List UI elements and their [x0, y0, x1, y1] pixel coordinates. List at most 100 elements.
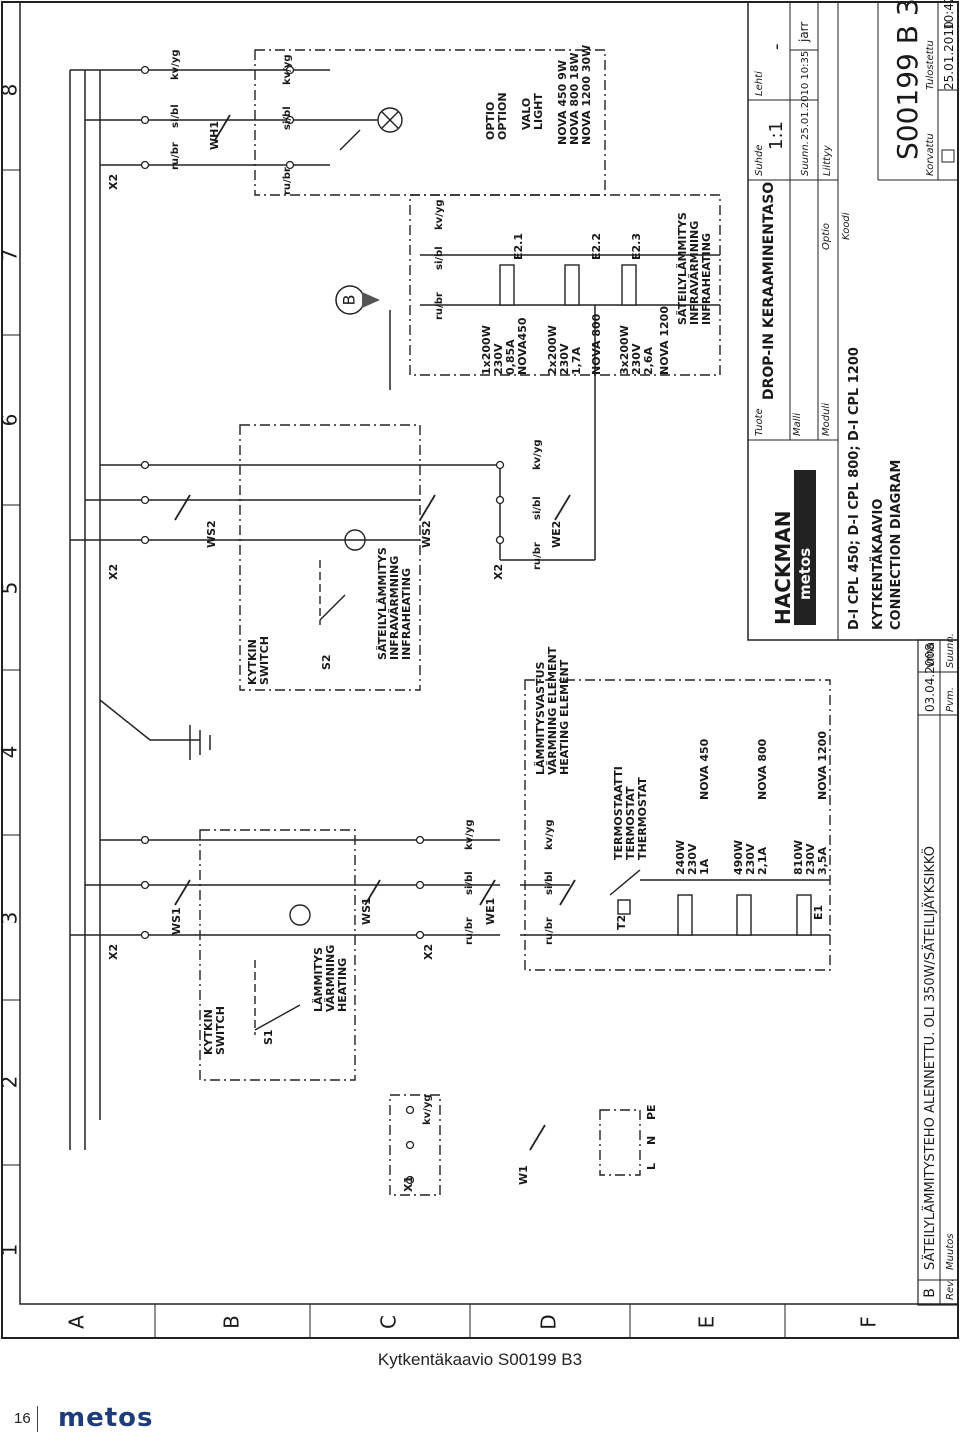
- wire-rubr-2: ru/br: [282, 167, 293, 195]
- label-e1-1200-w: 810W: [792, 840, 805, 875]
- terminals: [140, 65, 505, 1185]
- label-nova450-e2: NOVA450: [516, 317, 529, 375]
- label-nova800-e2: NOVA 800: [590, 313, 603, 375]
- revision-suunn-label: Suunn.: [945, 633, 956, 668]
- label-ws1-bottom: WS1: [360, 897, 373, 925]
- label-nova800-e1: NOVA 800: [756, 738, 769, 800]
- wire-sibl-3: si/bl: [434, 246, 445, 270]
- wire-kvyg-2: kv/yg: [282, 55, 293, 86]
- revision-person: vma: [923, 642, 937, 668]
- wire-sibl-4: si/bl: [464, 871, 475, 895]
- label-s2: S2: [320, 654, 333, 670]
- wire-kvyg-6: kv/yg: [532, 440, 543, 471]
- models-text: D-I CPL 450; D-I CPL 800; D-I CPL 1200: [847, 347, 862, 630]
- page-number: 16: [14, 1410, 31, 1427]
- revision-marker-letter: B: [340, 295, 359, 306]
- wiring: [69, 69, 830, 1150]
- label-e2-1200-w: 3x200W: [618, 325, 631, 375]
- label-infraheating-2: INFRAHEATING: [700, 233, 713, 325]
- lehti-label: Lehti: [754, 71, 765, 96]
- label-lammitysvastus: LÄMMITYSVASTUS: [533, 661, 547, 775]
- wire-sibl-2: si/bl: [282, 106, 293, 130]
- label-x1: X1: [402, 1176, 415, 1192]
- wire-rubr-3: ru/br: [434, 292, 445, 320]
- label-e1-800-w: 490W: [732, 840, 745, 875]
- row-marker-c: C: [377, 1315, 401, 1329]
- label-infravarmning-1: INFRAVÄRMNING: [387, 556, 401, 660]
- label-switch-1: SWITCH: [214, 1006, 227, 1055]
- label-infravarmning-2: INFRAVÄRMNING: [687, 221, 701, 325]
- label-x2-5: X2: [107, 564, 120, 580]
- diagram-title-en: CONNECTION DIAGRAM: [889, 460, 904, 630]
- wire-kvyg-4: kv/yg: [464, 820, 475, 851]
- column-marker-5: 5: [0, 582, 22, 595]
- revision-letter: B: [922, 1288, 938, 1298]
- label-option: OPTION: [496, 92, 509, 140]
- figure-caption: Kytkentäkaavio S00199 B3: [377, 1350, 583, 1369]
- label-e21: E2.1: [512, 233, 525, 260]
- scale-value: 1:1: [766, 121, 787, 150]
- column-marker-4: 4: [0, 746, 22, 759]
- column-marker-3: 3: [0, 912, 22, 925]
- column-marker-1: 1: [0, 1244, 22, 1257]
- label-e1-800-v: 230V: [744, 843, 757, 875]
- liittyy-label: Liittyy: [822, 144, 833, 176]
- suunn-label: Suunn.: [800, 141, 811, 176]
- revision-rev-label: Rev.: [945, 1279, 956, 1300]
- label-nova1200-e1: NOVA 1200: [816, 731, 829, 800]
- label-light: LIGHT: [532, 93, 545, 130]
- revision-date: 03.04.2008: [923, 643, 937, 712]
- label-we1: WE1: [484, 898, 497, 925]
- revision-pvm-label: Pvm.: [945, 687, 956, 712]
- label-e1-1200-v: 230V: [804, 843, 817, 875]
- product-name: DROP-IN KERAAMINENTASO: [761, 182, 777, 400]
- label-e2-800-a: 1,7A: [570, 347, 583, 375]
- label-e1-1200-a: 3,5A: [816, 847, 829, 875]
- label-sateily-1: SÄTEILYLÄMMITYS: [375, 547, 389, 660]
- label-infraheating-1: INFRAHEATING: [400, 568, 413, 660]
- heating-resistors: [499, 264, 812, 936]
- revision-muutos-label: Muutos: [945, 1233, 956, 1270]
- malli-label: Malli: [792, 413, 803, 436]
- wire-kvyg-3: kv/yg: [434, 200, 445, 231]
- brand-hackman: HACKMAN: [771, 510, 795, 625]
- row-marker-a: A: [65, 1315, 89, 1329]
- koodi-label: Koodi: [841, 212, 852, 240]
- wire-sibl-6: si/bl: [532, 496, 543, 520]
- suunn-person: jarr: [797, 22, 811, 43]
- label-lammitys: LÄMMITYS: [311, 947, 325, 1012]
- label-e2-1200-a: 2,6A: [642, 347, 655, 375]
- korvattu-box: [941, 149, 955, 163]
- label-thermostat: THERMOSTAT: [636, 777, 649, 860]
- label-x2-3: X2: [107, 944, 120, 960]
- label-wh1: WH1: [208, 121, 221, 150]
- row-markers: A B C D E F: [65, 1304, 881, 1338]
- label-light-rating-450: NOVA 450 9W: [556, 60, 569, 145]
- label-n-terminal: N: [645, 1136, 658, 1145]
- wire-colour-labels: ru/br si/bl kv/yg ru/br si/bl kv/yg ru/b…: [170, 50, 555, 1126]
- label-kytkin-1: KYTKIN: [202, 1009, 215, 1055]
- title-block: Tuote DROP-IN KERAAMINENTASO Malli Modul…: [747, 0, 959, 641]
- row-marker-f: F: [857, 1316, 881, 1328]
- column-marker-7: 7: [0, 249, 22, 262]
- label-termostat: TERMOSTAT: [624, 786, 637, 860]
- wire-rubr-5: ru/br: [544, 917, 555, 945]
- column-marker-6: 6: [0, 414, 22, 427]
- label-nova450-e1: NOVA 450: [698, 738, 711, 800]
- optio-label: Optio: [821, 223, 832, 250]
- label-e2-450-w: 1x200W: [480, 325, 493, 375]
- label-switch-2: SWITCH: [258, 636, 271, 685]
- label-heating: HEATING: [336, 958, 349, 1012]
- label-heating-element: HEATING ELEMENT: [558, 659, 571, 775]
- label-pe-terminal: PE: [645, 1104, 658, 1120]
- footer-divider: [37, 1406, 38, 1432]
- revision-marker: B: [335, 285, 380, 315]
- brand-metos-box: [794, 470, 816, 625]
- sheet-value: -: [766, 44, 787, 51]
- wire-rubr-6: ru/br: [532, 542, 543, 570]
- moduli-label: Moduli: [821, 403, 832, 436]
- label-t2: T2: [615, 915, 628, 930]
- label-light-rating-800: NOVA 800 18W: [568, 52, 581, 145]
- column-marker-8: 8: [0, 84, 22, 97]
- column-markers: 8 7 6 5 4 3 2 1: [0, 84, 22, 1257]
